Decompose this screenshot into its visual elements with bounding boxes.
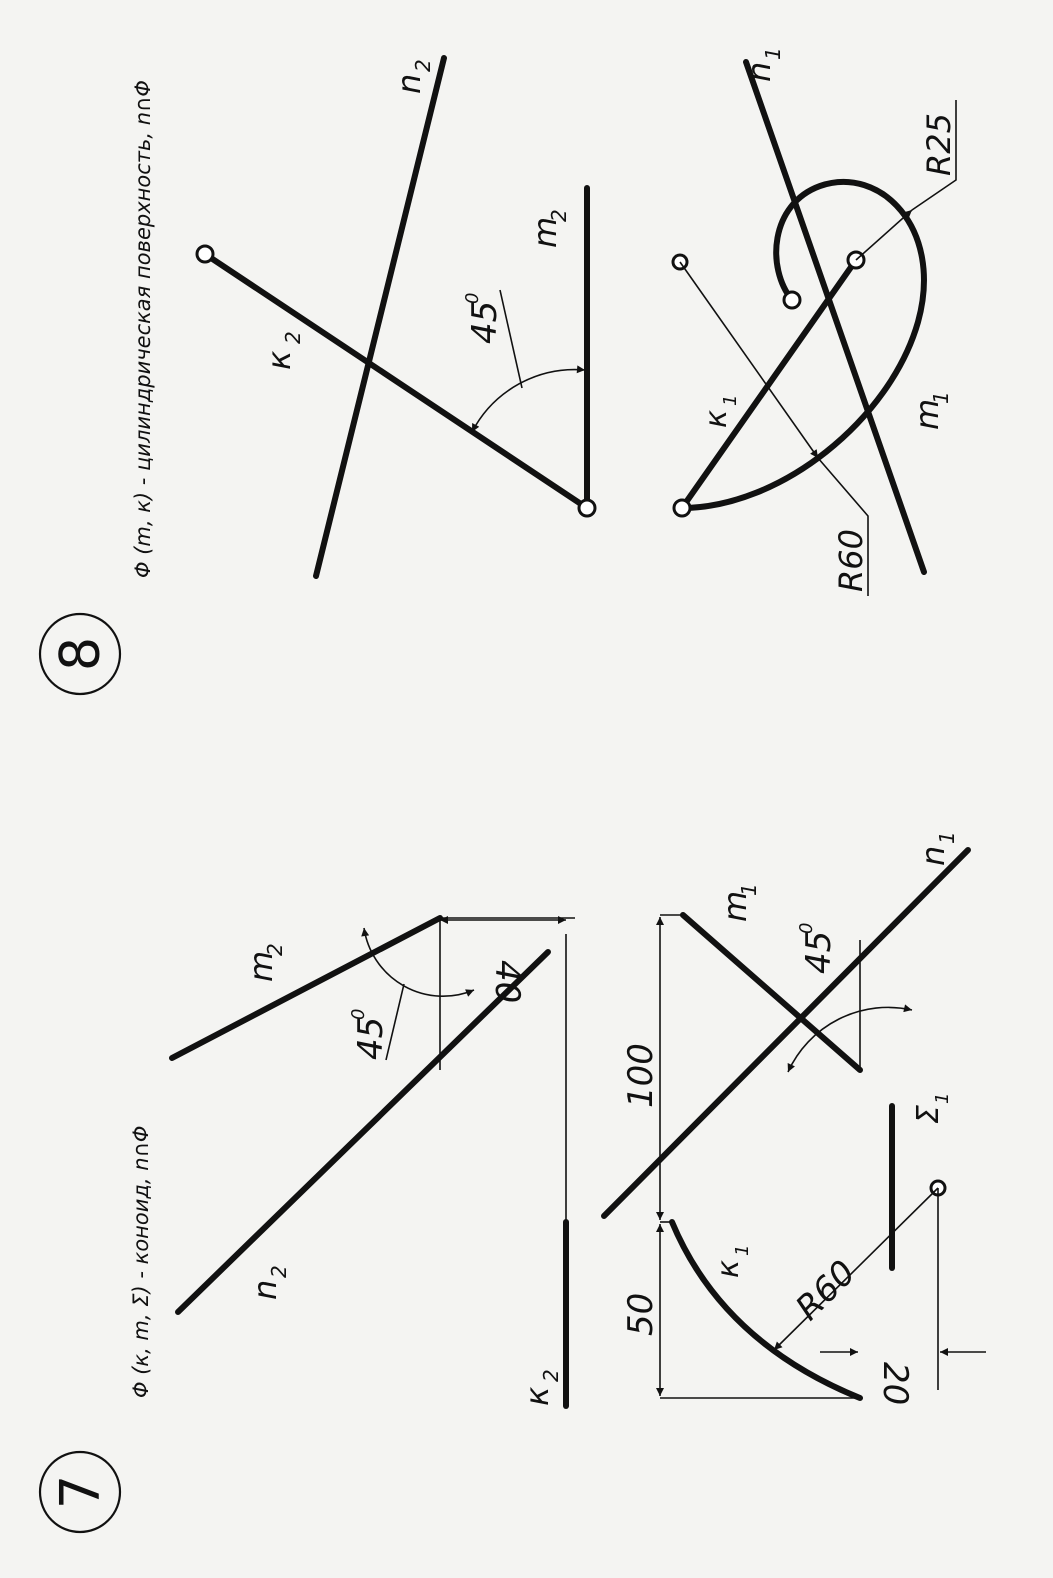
svg-text:1: 1 xyxy=(932,1093,953,1104)
svg-text:к: к xyxy=(518,1386,556,1406)
svg-text:1: 1 xyxy=(720,395,741,406)
line-m2 xyxy=(169,915,443,1061)
svg-text:n: n xyxy=(740,62,778,82)
svg-text:n: n xyxy=(914,846,952,866)
svg-text:2: 2 xyxy=(547,209,571,222)
svg-text:к: к xyxy=(699,410,734,428)
label-k1: к 1 xyxy=(711,1245,753,1278)
svg-text:1: 1 xyxy=(761,47,785,60)
point-m1-end xyxy=(782,290,802,310)
arc-45-top xyxy=(361,927,475,997)
line-k2-8 xyxy=(202,251,590,511)
svg-text:m: m xyxy=(716,891,754,922)
line-n2-8 xyxy=(313,55,447,579)
leader-r60-8 xyxy=(679,261,819,459)
label-k2-8: к 2 xyxy=(260,331,305,370)
point-k2-end xyxy=(577,498,597,518)
point-k1-start xyxy=(672,498,692,518)
svg-text:1: 1 xyxy=(737,883,761,896)
dim-45-8-label: 45 0 xyxy=(462,293,505,344)
svg-text:2: 2 xyxy=(539,1369,563,1382)
label-m2-8: m 2 xyxy=(526,209,571,248)
point-k2-start xyxy=(195,244,215,264)
svg-text:2: 2 xyxy=(263,943,287,956)
problem-7-caption: Φ (к, m, Σ) - коноид, n∩Φ xyxy=(129,1126,153,1398)
label-n2-8: n 2 xyxy=(390,59,435,94)
dim-40-label: 40 xyxy=(487,960,527,1003)
line-k1-8 xyxy=(679,257,859,511)
svg-text:0: 0 xyxy=(796,923,817,934)
label-k1-8: к 1 xyxy=(699,395,741,428)
svg-text:2: 2 xyxy=(281,331,305,344)
leader-r60-8-shelf xyxy=(817,457,869,596)
dim-45-bottom-label: 45 0 xyxy=(796,923,839,974)
arc-k1 xyxy=(669,1219,863,1401)
label-m2: m 2 xyxy=(242,943,287,982)
problem-7-number: 7 xyxy=(49,1475,112,1509)
svg-text:2: 2 xyxy=(267,1265,291,1278)
svg-text:45: 45 xyxy=(351,1017,391,1060)
label-m1-8: m 1 xyxy=(908,391,953,430)
svg-text:2: 2 xyxy=(411,59,435,72)
label-k2: к 2 xyxy=(518,1369,563,1406)
dim-r60-label-7: R60 xyxy=(788,1253,864,1329)
svg-text:n: n xyxy=(246,1280,284,1300)
dim-r60-label-8: R60 xyxy=(832,529,870,592)
svg-text:n: n xyxy=(390,74,428,94)
line-n2 xyxy=(175,949,551,1315)
svg-text:1: 1 xyxy=(929,391,953,404)
leader-r25 xyxy=(855,209,913,261)
svg-text:45: 45 xyxy=(799,931,839,974)
leader-r60-7 xyxy=(773,1187,939,1351)
problem-7-number-circle xyxy=(38,1450,122,1534)
problem-8: 8 Φ (m, к) - цилиндрическая поверхность,… xyxy=(38,47,958,696)
curve-m1 xyxy=(679,178,927,511)
dim-45-top-label: 45 0 xyxy=(348,1009,391,1060)
problem-8-number: 8 xyxy=(49,637,112,671)
svg-text:к: к xyxy=(260,350,298,370)
problem-7: 7 Φ (к, m, Σ) - коноид, n∩Φ m xyxy=(38,831,986,1534)
svg-text:45: 45 xyxy=(465,301,505,344)
label-sigma1: Σ 1 xyxy=(911,1093,953,1124)
dim-r25-label: R25 xyxy=(920,113,958,176)
svg-text:m: m xyxy=(908,399,946,430)
label-n1-8: n 1 xyxy=(740,47,785,82)
label-m1: m 1 xyxy=(716,883,761,922)
problem-8-number-circle xyxy=(38,612,122,696)
leader-45-8 xyxy=(499,289,523,389)
dim-20-label: 20 xyxy=(875,1362,915,1405)
svg-text:к: к xyxy=(711,1260,746,1278)
svg-text:Σ: Σ xyxy=(911,1105,946,1124)
svg-text:1: 1 xyxy=(732,1245,753,1256)
dim-50-label: 50 xyxy=(621,1293,661,1336)
dim-100-label: 100 xyxy=(621,1043,661,1108)
leader-45-top xyxy=(385,983,405,1061)
arc-45-bottom xyxy=(787,1004,913,1073)
arc-45-8 xyxy=(471,365,586,433)
line-n1-8 xyxy=(743,59,927,575)
svg-text:0: 0 xyxy=(462,293,483,304)
label-n1: n 1 xyxy=(914,831,959,866)
svg-text:m: m xyxy=(242,951,280,982)
svg-text:1: 1 xyxy=(935,831,959,844)
svg-text:0: 0 xyxy=(348,1009,369,1020)
leader-r25-shelf xyxy=(911,100,957,211)
problem-8-caption: Φ (m, к) - цилиндрическая поверхность, n… xyxy=(131,80,155,578)
svg-text:m: m xyxy=(526,217,564,248)
line-n1 xyxy=(601,847,971,1219)
label-n2: n 2 xyxy=(246,1265,291,1300)
